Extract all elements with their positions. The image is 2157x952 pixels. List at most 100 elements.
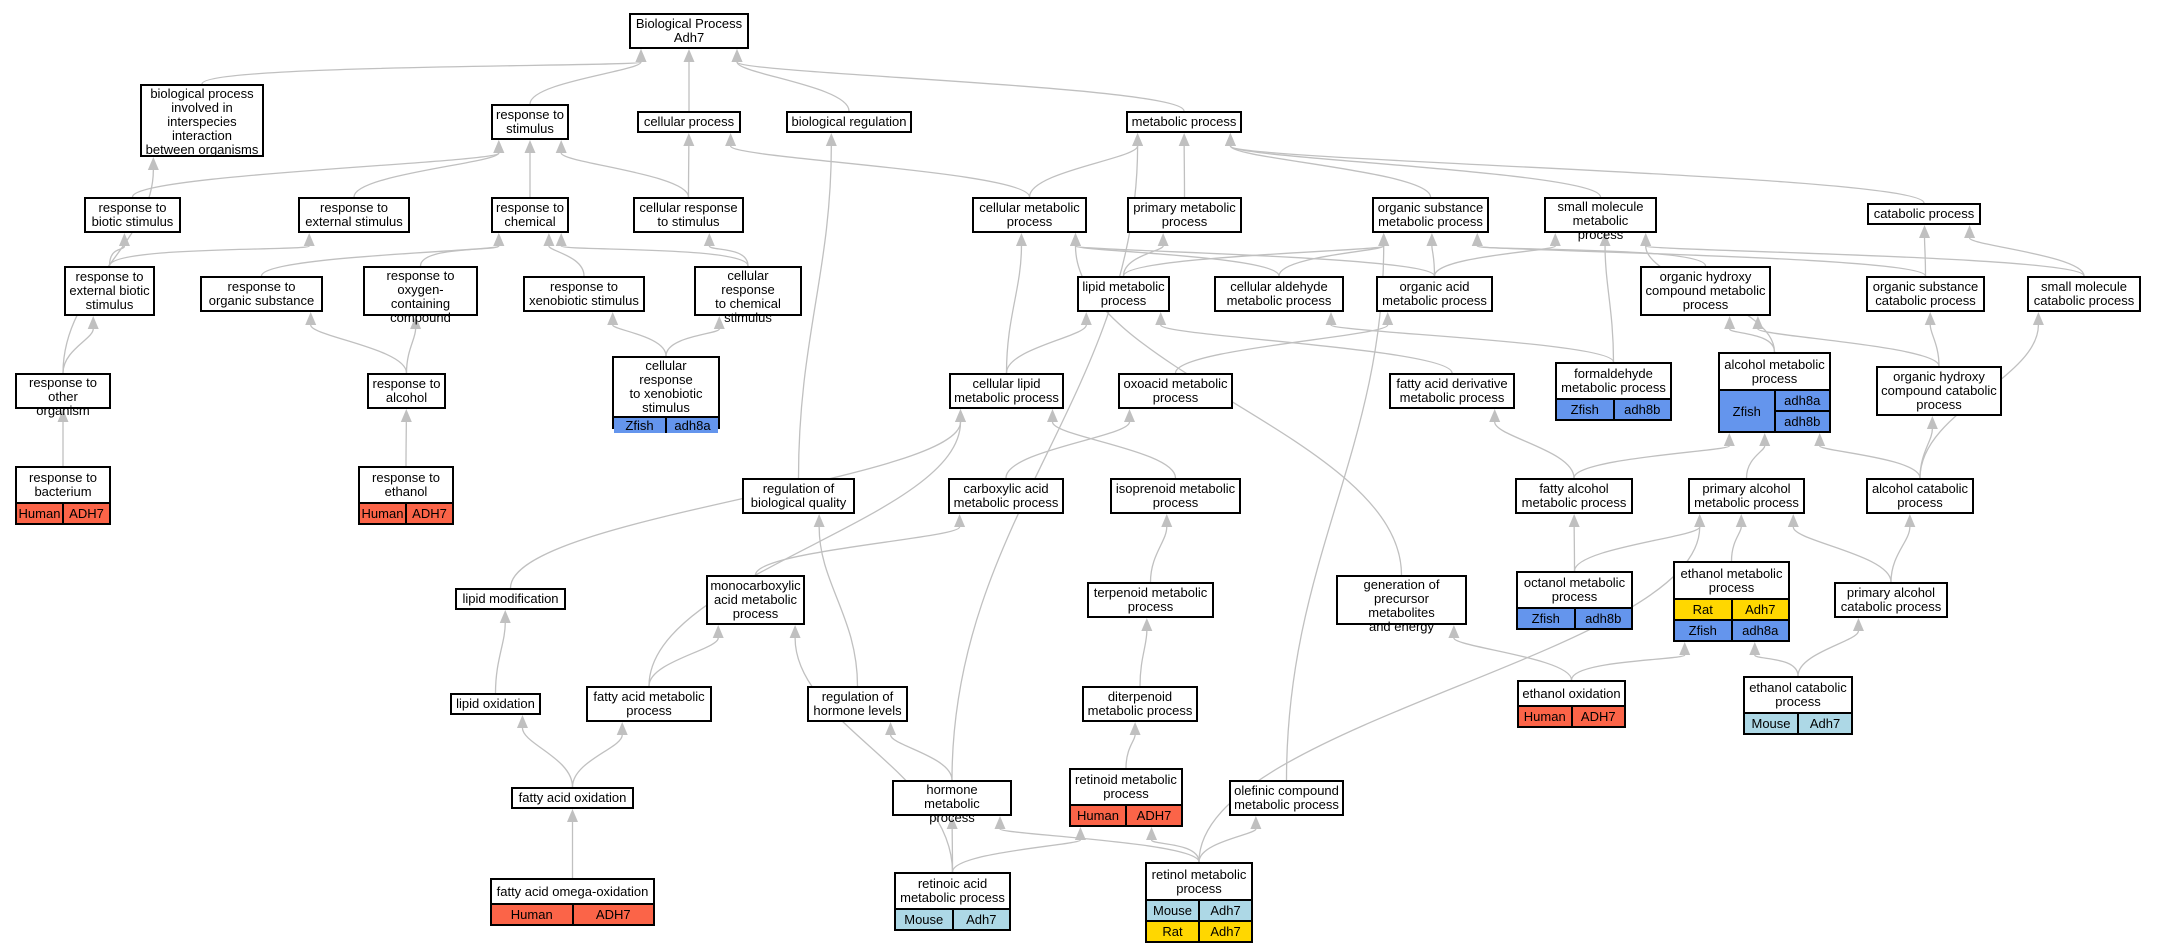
- gene-cell: Adh7: [951, 910, 1009, 929]
- go-term-org-sub-cat: organic substance catabolic process: [1866, 276, 1985, 312]
- go-term-oxoacid: oxoacid metabolic process: [1118, 373, 1233, 409]
- edge-resp_ext-to-resp_stim: [353, 152, 500, 198]
- edge-eth_ox-to-eth_met: [1570, 654, 1686, 681]
- go-term-resp-xeno: response to xenobiotic stimulus: [523, 276, 645, 312]
- go-term-prim-alc: primary alcohol metabolic process: [1688, 478, 1805, 514]
- go-term-label: metabolic process: [1131, 114, 1237, 129]
- go-term-label: formaldehyde metabolic process: [1561, 366, 1666, 395]
- edge-small_mol_cat-to-catab: [1968, 237, 2085, 277]
- edge-bio_reg-to-bp: [736, 61, 850, 112]
- edge-cell_met-to-cell_proc: [729, 145, 1031, 198]
- edge-fa_ox-to-lipid_ox: [521, 727, 574, 788]
- edge-arrowhead: [543, 233, 555, 246]
- edge-org_hydroxy_cat-to-org_hydroxy: [1757, 328, 1940, 367]
- go-term-label: octanol metabolic process: [1523, 575, 1626, 604]
- go-term-label: organic substance metabolic process: [1377, 200, 1484, 229]
- edge-arrowhead: [1679, 642, 1691, 655]
- go-term-resp-ext: response to external stimulus: [298, 197, 410, 233]
- go-term-label: organic hydroxy compound metabolic proce…: [1645, 269, 1766, 312]
- edge-arrowhead: [1964, 225, 1976, 238]
- edge-alc_cat-to-org_hydroxy_cat: [1919, 428, 1933, 479]
- edge-resp_oxy-to-resp_chem: [419, 245, 500, 267]
- go-term-resp-other: response to other organism: [15, 373, 111, 418]
- edge-arrowhead: [1325, 312, 1337, 325]
- edge-retinol-to-retinoid: [1150, 839, 1200, 863]
- go-term-label: response to external biotic stimulus: [69, 269, 150, 312]
- edge-arrowhead: [1694, 514, 1706, 527]
- edge-prim_alc-to-alc_met: [1745, 445, 1766, 479]
- gene-cell: adh8b: [1573, 609, 1631, 628]
- edge-arrowhead: [813, 514, 825, 527]
- edge-isoprenoid-to-cell_lipid: [1051, 421, 1177, 479]
- go-term-label: organic substance catabolic process: [1872, 279, 1979, 308]
- edge-resp_other-to-resp_ext_biotic: [62, 328, 94, 374]
- edge-arrowhead: [493, 140, 505, 153]
- edge-arrowhead: [1224, 133, 1236, 146]
- edge-reg_bioq-to-bio_reg: [797, 145, 832, 479]
- go-term-cell-ald: cellular aldehyde metabolic process: [1214, 276, 1344, 312]
- edge-arrowhead: [493, 233, 505, 246]
- edge-arrowhead: [499, 610, 511, 623]
- edge-retinoic-to-retinoid: [951, 839, 1082, 873]
- go-term-resp-alc: response to alcohol: [367, 373, 446, 409]
- go-term-resp-biotic: response to biotic stimulus: [84, 197, 181, 233]
- go-term-terpenoid: terpenoid metabolic process: [1087, 582, 1214, 618]
- edge-octanol-to-prim_alc: [1573, 526, 1701, 572]
- edge-arrowhead: [1749, 642, 1761, 655]
- edge-arrowhead: [305, 312, 317, 325]
- edge-eth_cat-to-prim_alc_cat: [1797, 630, 1860, 677]
- edge-arrowhead: [1080, 312, 1092, 325]
- edge-org_acid-to-cell_met: [1074, 245, 1436, 277]
- go-term-cell-resp-stim: cellular response to stimulus: [633, 197, 744, 233]
- edge-lipid_met-to-prim_met: [1122, 245, 1164, 277]
- go-term-label: response to biotic stimulus: [91, 200, 174, 229]
- edge-org_sub_met-to-met_proc: [1229, 145, 1432, 198]
- edge-cell_lipid-to-lipid_met: [1005, 324, 1087, 374]
- go-term-label: organic acid metabolic process: [1382, 279, 1487, 308]
- edge-org_acid-to-small_mol_met: [1433, 245, 1556, 277]
- go-term-label: terpenoid metabolic process: [1093, 585, 1208, 614]
- edge-arrowhead: [954, 514, 966, 527]
- go-term-resp-stim: response to stimulus: [491, 104, 569, 140]
- edge-arrowhead: [1919, 225, 1931, 238]
- edge-arrowhead: [567, 809, 578, 822]
- edge-arrowhead: [1924, 312, 1936, 325]
- edge-arrowhead: [1141, 618, 1153, 631]
- edge-oxoacid-to-org_acid: [1174, 324, 1389, 374]
- go-term-horm-met: hormone metabolic process: [892, 780, 1012, 825]
- go-term-fa-deriv: fatty acid derivative metabolic process: [1389, 373, 1515, 409]
- edge-arrowhead: [118, 233, 130, 246]
- go-term-prim-alc-cat: primary alcohol catabolic process: [1834, 582, 1948, 618]
- species-cell: Zfish: [1720, 391, 1776, 431]
- edge-cell_lipid-to-cell_met: [1005, 245, 1023, 374]
- species-cell: Zfish: [1675, 621, 1731, 640]
- go-term-bpinter: biological process involved in interspec…: [140, 84, 264, 157]
- go-term-label: small molecule catabolic process: [2033, 279, 2135, 308]
- go-term-small-mol-met: small molecule metabolic process: [1544, 197, 1657, 242]
- edge-arrowhead: [555, 233, 567, 246]
- edge-arrowhead: [1489, 409, 1501, 422]
- go-term-diterp: diterpenoid metabolic process: [1082, 686, 1198, 722]
- go-term-label: retinol metabolic process: [1151, 866, 1247, 896]
- go-term-org-acid: organic acid metabolic process: [1376, 276, 1493, 312]
- edge-cell_resp_chem-to-cell_resp_stim: [708, 245, 749, 267]
- edge-retinol-to-horm_met: [999, 828, 1200, 863]
- species-cell: Human: [492, 905, 572, 924]
- gene-cell: ADH7: [1570, 707, 1624, 726]
- edge-cell_resp_xeno-to-resp_xeno: [612, 324, 667, 357]
- species-cell: Rat: [1675, 600, 1731, 619]
- edge-arrowhead: [712, 625, 724, 638]
- go-term-label: catabolic process: [1873, 206, 1975, 221]
- go-term-label: lipid metabolic process: [1082, 279, 1165, 308]
- edge-arrowhead: [1448, 625, 1460, 638]
- edge-fa_met-to-cell_lipid: [648, 421, 962, 687]
- edge-retinoic-to-monocarb: [794, 637, 954, 873]
- edge-alc_cat-to-alc_met: [1819, 445, 1921, 479]
